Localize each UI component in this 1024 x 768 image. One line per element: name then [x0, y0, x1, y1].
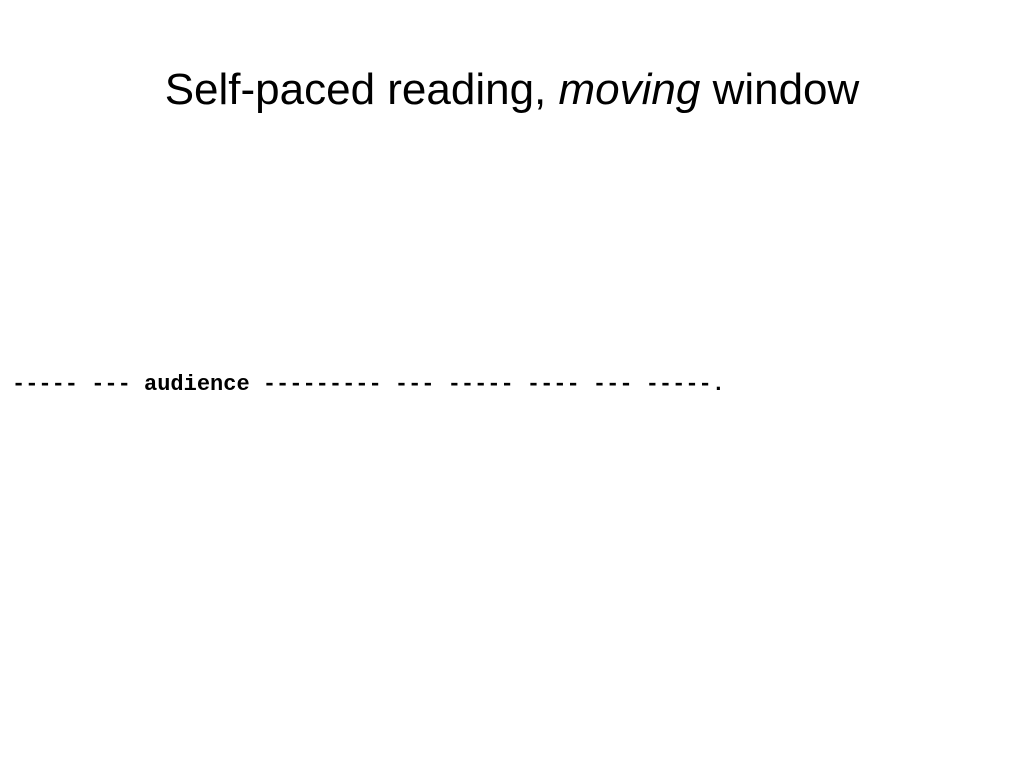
masked-words-before: ----- ---: [12, 372, 145, 397]
masked-words-after: --------- --- ----- ---- --- -----.: [249, 372, 725, 397]
moving-window-sentence: ----- --- audience --------- --- ----- -…: [12, 372, 725, 398]
title-text-end: window: [700, 65, 860, 114]
slide-title: Self-paced reading, moving window: [0, 64, 1024, 117]
title-text-start: Self-paced reading,: [164, 65, 559, 114]
title-emphasis: moving: [558, 65, 701, 114]
visible-word: audience: [144, 372, 250, 397]
